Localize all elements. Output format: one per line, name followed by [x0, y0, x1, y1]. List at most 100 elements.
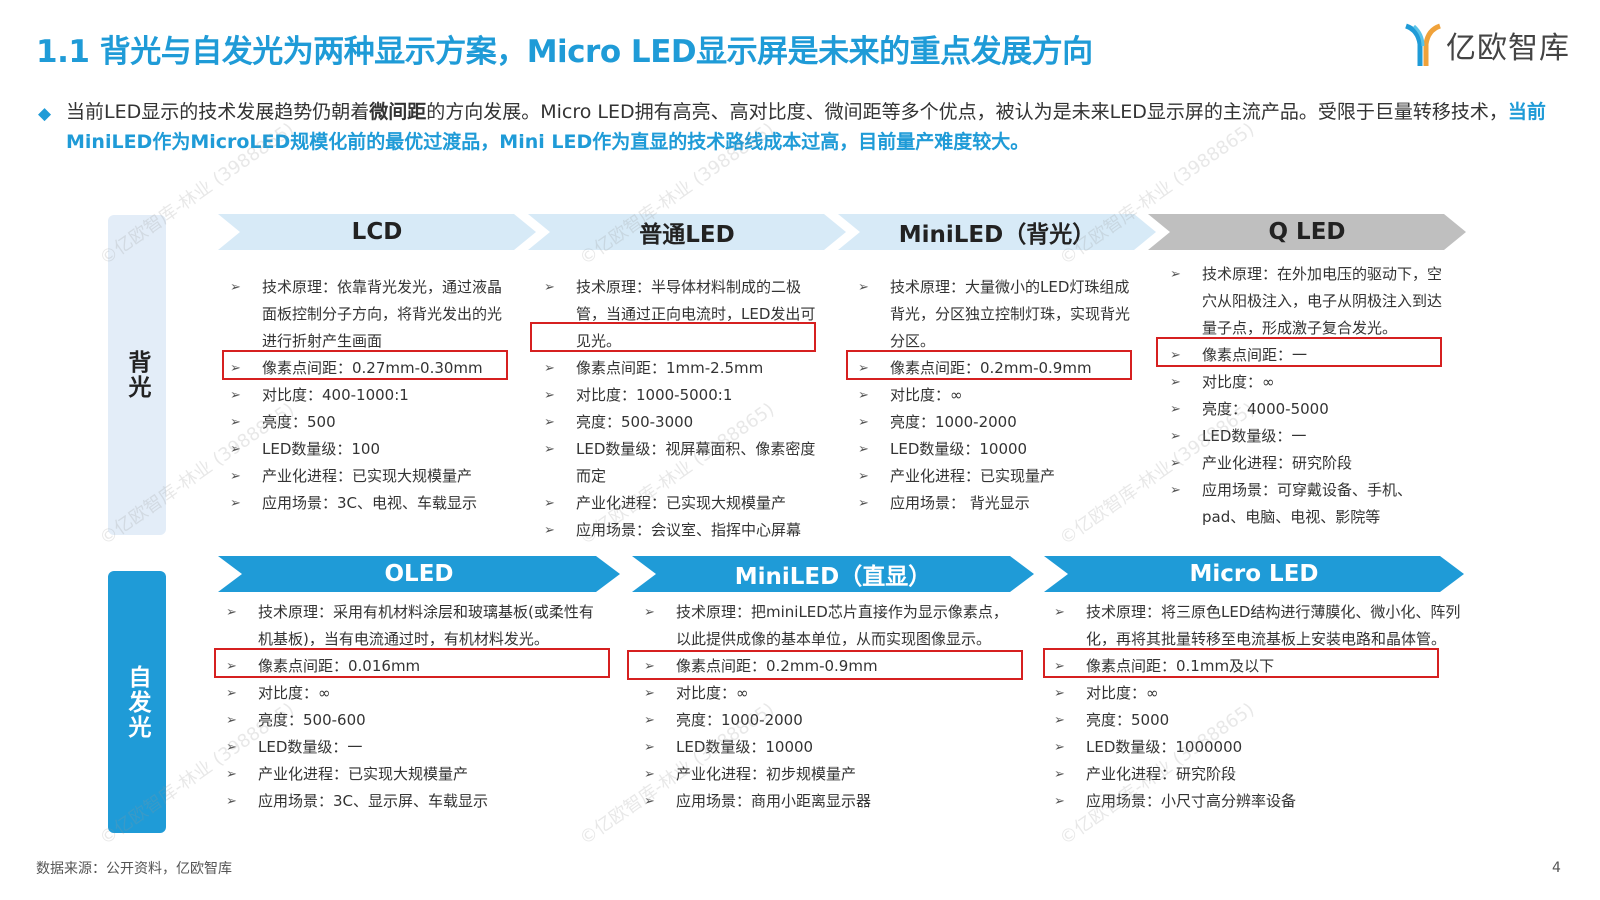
list-item: ➢ 应用场景：3C、电视、车载显示 — [224, 490, 508, 517]
arrow-bullet-icon: ➢ — [226, 794, 237, 809]
arrow-bullet-icon: ➢ — [1170, 267, 1181, 282]
list-item-text: 亮度：500-600 — [258, 711, 366, 729]
highlight-box-lcd — [222, 350, 508, 380]
arrow-bullet-icon: ➢ — [1054, 686, 1065, 701]
header-qled: Q LED — [1148, 214, 1466, 250]
intro-paragraph: ◆ 当前LED显示的技术发展趋势仍朝着微间距的方向发展。Micro LED拥有高… — [38, 97, 1578, 157]
list-item-text: LED数量级：一 — [258, 738, 363, 756]
arrow-bullet-icon: ➢ — [230, 361, 241, 376]
arrow-bullet-icon: ➢ — [1170, 375, 1181, 390]
page-number: 4 — [1552, 860, 1561, 876]
list-item-text: LED数量级：100 — [262, 440, 381, 458]
arrow-bullet-icon: ➢ — [226, 713, 237, 728]
list-item: ➢对比度：400-1000:1 — [224, 382, 508, 409]
arrow-bullet-icon: ➢ — [226, 686, 237, 701]
list-item: ➢ 产业化进程：已实现大规模量产 — [220, 761, 605, 788]
list-item: ➢LED数量级：一 — [1164, 423, 1454, 450]
arrow-bullet-icon: ➢ — [544, 361, 555, 376]
list-item-text: 技术原理：大量微小的LED灯珠组成背光，分区独立控制灯珠，实现背光分区。 — [890, 278, 1131, 350]
list-item: ➢ 技术原理：把miniLED芯片直接作为显示像素点，以此提供成像的基本单位，从而… — [638, 599, 1018, 653]
list-item-text: 对比度：∞ — [890, 386, 963, 404]
list-item-text: 像素点间距：一 — [1202, 346, 1308, 364]
arrow-bullet-icon: ➢ — [544, 415, 555, 430]
arrow-bullet-icon: ➢ — [858, 388, 869, 403]
arrow-bullet-icon: ➢ — [858, 469, 869, 484]
list-item: ➢ 亮度：500-600 — [220, 707, 605, 734]
list-qled: ➢ 技术原理：在外加电压的驱动下，空穴从阳极注入，电子从阴极注入到达量子点，形成激… — [1164, 261, 1454, 531]
list-item: ➢像素点间距：0.2mm-0.9mm — [852, 355, 1136, 382]
list-item: ➢应用场景：商用小距离显示器 — [638, 788, 1018, 815]
list-item: ➢产业化进程：已实现大规模量产 — [224, 463, 508, 490]
list-oled: ➢ 技术原理：采用有机材料涂层和玻璃基板(或柔性有机基板)，当有电流通过时，有机材… — [220, 599, 605, 815]
list-item-text: 产业化进程：研究阶段 — [1202, 454, 1353, 472]
group-label-self-emissive: 自发光 — [108, 571, 166, 833]
arrow-bullet-icon: ➢ — [644, 713, 655, 728]
arrow-bullet-icon: ➢ — [1170, 456, 1181, 471]
list-item: ➢ 应用场景：3C、显示屏、车载显示 — [220, 788, 605, 815]
header-miniled-direct: MiniLED（直显） — [632, 556, 1034, 592]
list-item: ➢ 产业化进程：初步规模量产 — [638, 761, 1018, 788]
list-item-text: 技术原理：采用有机材料涂层和玻璃基板(或柔性有机基板)，当有电流通过时，有机材料… — [258, 603, 594, 648]
arrow-bullet-icon: ➢ — [644, 605, 655, 620]
list-item-text: 产业化进程：已实现大规模量产 — [262, 467, 473, 485]
list-item-text: 产业化进程：初步规模量产 — [676, 765, 857, 783]
logo-text: 亿欧智库 — [1446, 31, 1570, 66]
list-item: ➢LED数量级：100 — [224, 436, 508, 463]
list-item-text: 技术原理：依靠背光发光，通过液晶面板控制分子方向，将背光发出的光进行折射产生画面 — [262, 278, 503, 350]
list-item-text: 产业化进程：已实现大规模量产 — [576, 494, 787, 512]
arrow-bullet-icon: ➢ — [226, 605, 237, 620]
list-item: ➢产业化进程：研究阶段 — [1048, 761, 1468, 788]
list-item-text: 技术原理：把miniLED芯片直接作为显示像素点，以此提供成像的基本单位，从而实… — [676, 603, 1008, 648]
highlight-box-miniled-direct — [627, 650, 1023, 680]
arrow-bullet-icon: ➢ — [644, 767, 655, 782]
arrow-bullet-icon: ➢ — [544, 280, 555, 295]
list-item-text: LED数量级：10000 — [676, 738, 814, 756]
arrow-bullet-icon: ➢ — [858, 361, 869, 376]
page-title: 1.1 背光与自发光为两种显示方案，Micro LED显示屏是未来的重点发展方向 — [36, 34, 1093, 70]
list-item: ➢对比度：∞ — [220, 680, 605, 707]
data-source: 数据来源：公开资料，亿欧智库 — [36, 861, 232, 877]
header-oled: OLED — [218, 556, 620, 592]
list-normal-led: ➢技术原理：半导体材料制成的二极管，当通过正向电流时，LED发出可见光。➢像素点… — [538, 274, 828, 544]
list-item-text: 应用场景：商用小距离显示器 — [676, 792, 872, 810]
arrow-bullet-icon: ➢ — [858, 496, 869, 511]
list-item-text: LED数量级：视屏幕面积、像素密度而定 — [576, 440, 816, 485]
list-miniled-backlight: ➢ 技术原理：大量微小的LED灯珠组成背光，分区独立控制灯珠，实现背光分区。 ➢像素… — [852, 274, 1136, 517]
list-item: ➢ 应用场景： 背光显示 — [852, 490, 1136, 517]
arrow-bullet-icon: ➢ — [544, 442, 555, 457]
arrow-bullet-icon: ➢ — [1170, 483, 1181, 498]
list-item: ➢产业化进程：已实现大规模量产 — [538, 490, 828, 517]
list-item-text: 像素点间距：0.2mm-0.9mm — [676, 657, 878, 675]
list-item: ➢像素点间距：一 — [1164, 342, 1454, 369]
list-item-text: LED数量级：一 — [1202, 427, 1307, 445]
list-item: ➢技术原理：依靠背光发光，通过液晶面板控制分子方向，将背光发出的光进行折射产生画… — [224, 274, 508, 355]
highlight-box-oled — [214, 648, 610, 678]
list-item-text: 对比度：∞ — [1202, 373, 1275, 391]
list-item: ➢对比度：1000-5000:1 — [538, 382, 828, 409]
arrow-bullet-icon: ➢ — [230, 496, 241, 511]
list-item-text: 应用场景： 背光显示 — [890, 494, 1030, 512]
list-item: ➢像素点间距：0.1mm及以下 — [1048, 653, 1468, 680]
list-item-text: 应用场景：3C、电视、车载显示 — [262, 494, 478, 512]
list-item: ➢像素点间距：1mm-2.5mm — [538, 355, 828, 382]
arrow-bullet-icon: ➢ — [644, 740, 655, 755]
arrow-bullet-icon: ➢ — [226, 767, 237, 782]
list-item-text: 产业化进程：已实现大规模量产 — [258, 765, 469, 783]
list-item-text: 技术原理：在外加电压的驱动下，空穴从阳极注入，电子从阴极注入到达量子点，形成激子… — [1202, 265, 1443, 337]
arrow-bullet-icon: ➢ — [544, 523, 555, 538]
list-item: ➢ 对比度：∞ — [1164, 369, 1454, 396]
list-item-text: 对比度：∞ — [676, 684, 749, 702]
list-miniled-direct: ➢ 技术原理：把miniLED芯片直接作为显示像素点，以此提供成像的基本单位，从而… — [638, 599, 1018, 815]
list-item-text: 应用场景：会议室、指挥中心屏幕 — [576, 521, 802, 539]
highlight-box-miniled-backlight — [846, 350, 1132, 380]
list-item-text: 应用场景：3C、显示屏、车载显示 — [258, 792, 489, 810]
highlight-box-normal-led — [530, 322, 816, 352]
list-item-text: 技术原理：将三原色LED结构进行薄膜化、微小化、阵列化，再将其批量转移至电流基板… — [1086, 603, 1461, 648]
intro-bold-term: 微间距 — [369, 101, 427, 123]
list-item-text: 像素点间距：0.27mm-0.30mm — [262, 359, 483, 377]
header-microled: Micro LED — [1044, 556, 1464, 592]
list-item: ➢亮度：500-3000 — [538, 409, 828, 436]
list-item: ➢ 应用场景：会议室、指挥中心屏幕 — [538, 517, 828, 544]
list-item-text: 亮度：500 — [262, 413, 336, 431]
list-item: ➢亮度：5000 — [1048, 707, 1468, 734]
